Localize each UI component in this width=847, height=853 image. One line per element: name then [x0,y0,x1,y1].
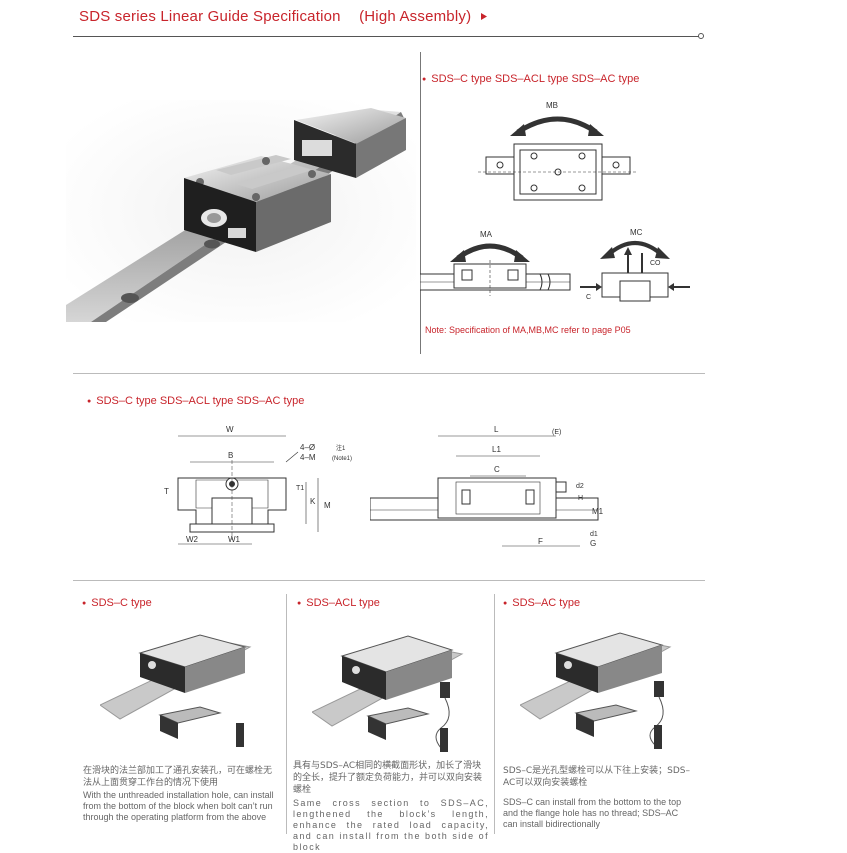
dim-k: K [310,497,316,506]
type-ac-text-en: SDS–C can install from the bottom to the… [503,797,682,829]
dim-d1: d1 [590,531,598,538]
mc-label: MC [630,228,643,237]
dim-f: F [538,537,543,546]
header-rule-end-icon [698,33,704,39]
type-c-product-image [100,634,252,747]
type-ac-text-cn: SDS–C是光孔型螺栓可以从下往上安装；SDS–AC可以双向安装螺栓 [503,766,690,788]
dim-l1: L1 [492,445,501,454]
type-column-ac: SDS–AC type [503,597,693,609]
dim-threads: 4–M [300,453,316,462]
dim-w1: W1 [228,535,241,544]
front-view-drawing: W B 4–Ø 4–M 注1 (Note1) T T1 K M W2 W1 [164,425,352,545]
page-title: SDS series Linear Guide Specification (H… [79,8,488,25]
dim-note-cn: 注1 [336,444,346,452]
type-ac-product-image [520,632,672,749]
type-c-text-cn: 在滑块的法兰部加工了通孔安装孔，可在螺栓无法从上面贯穿工作台的情况下使用 [83,766,273,788]
mb-moment-diagram: MB [478,101,638,201]
type-acl-product-image [312,635,464,752]
moment-note: Note: Specification of MA,MB,MC refer to… [425,325,631,335]
c-label: C [586,294,591,301]
type-c-heading: SDS–C type [82,597,278,609]
type-c-text-en: With the unthreaded installation hole, c… [83,790,274,822]
title-subtitle: (High Assembly) [359,8,472,25]
type-column-c: SDS–C type [82,597,278,609]
type-acl-text-en: Same cross section to SDS–AC, lengthened… [293,798,489,852]
section-divider-1 [73,373,705,374]
linear-guide-product-image [66,100,416,322]
dim-e: (E) [552,429,561,436]
title-text: SDS series Linear Guide Specification [79,8,341,25]
column-divider-1 [286,594,287,834]
dim-w: W [226,425,234,434]
ma-label: MA [480,230,493,239]
diagram-divider [420,52,421,354]
type-acl-text-cn: 具有与SDS–AC相同的横截面形状，加长了滑块的全长，提升了额定负荷能力，并可以… [293,761,483,795]
dimension-heading: SDS–C type SDS–ACL type SDS–AC type [87,395,304,407]
ma-moment-diagram: MA [420,230,571,296]
side-view-drawing: L (E) L1 C d2 M1 H d1 F G [370,425,604,548]
dim-g: G [590,539,596,548]
dim-t1: T1 [296,485,304,492]
dim-c: C [494,465,500,474]
dim-note-en: (Note1) [332,456,352,462]
mc-moment-diagram: MC CO C [580,228,690,302]
type-column-acl: SDS–ACL type [297,597,489,609]
triangle-right-icon [480,13,487,20]
type-acl-heading: SDS–ACL type [297,597,489,609]
mc-arrow-icon [606,241,664,257]
section-divider-2 [73,580,705,581]
dim-d2: d2 [576,483,584,490]
type-ac-heading: SDS–AC type [503,597,693,609]
dim-m: M [324,501,331,510]
dim-h: H [578,495,583,502]
ma-arrow-icon [456,243,524,261]
header-rule [73,36,700,37]
dim-w2: W2 [186,535,199,544]
dim-t: T [164,487,169,496]
dim-l: L [494,425,499,434]
mb-label: MB [546,101,558,110]
dim-m1: M1 [592,507,604,516]
co-label: CO [650,260,661,267]
dim-b: B [228,451,233,460]
mb-arrow-icon [516,116,598,135]
column-divider-2 [494,594,495,834]
moment-heading: SDS–C type SDS–ACL type SDS–AC type [422,73,639,85]
dim-holes: 4–Ø [300,443,315,452]
